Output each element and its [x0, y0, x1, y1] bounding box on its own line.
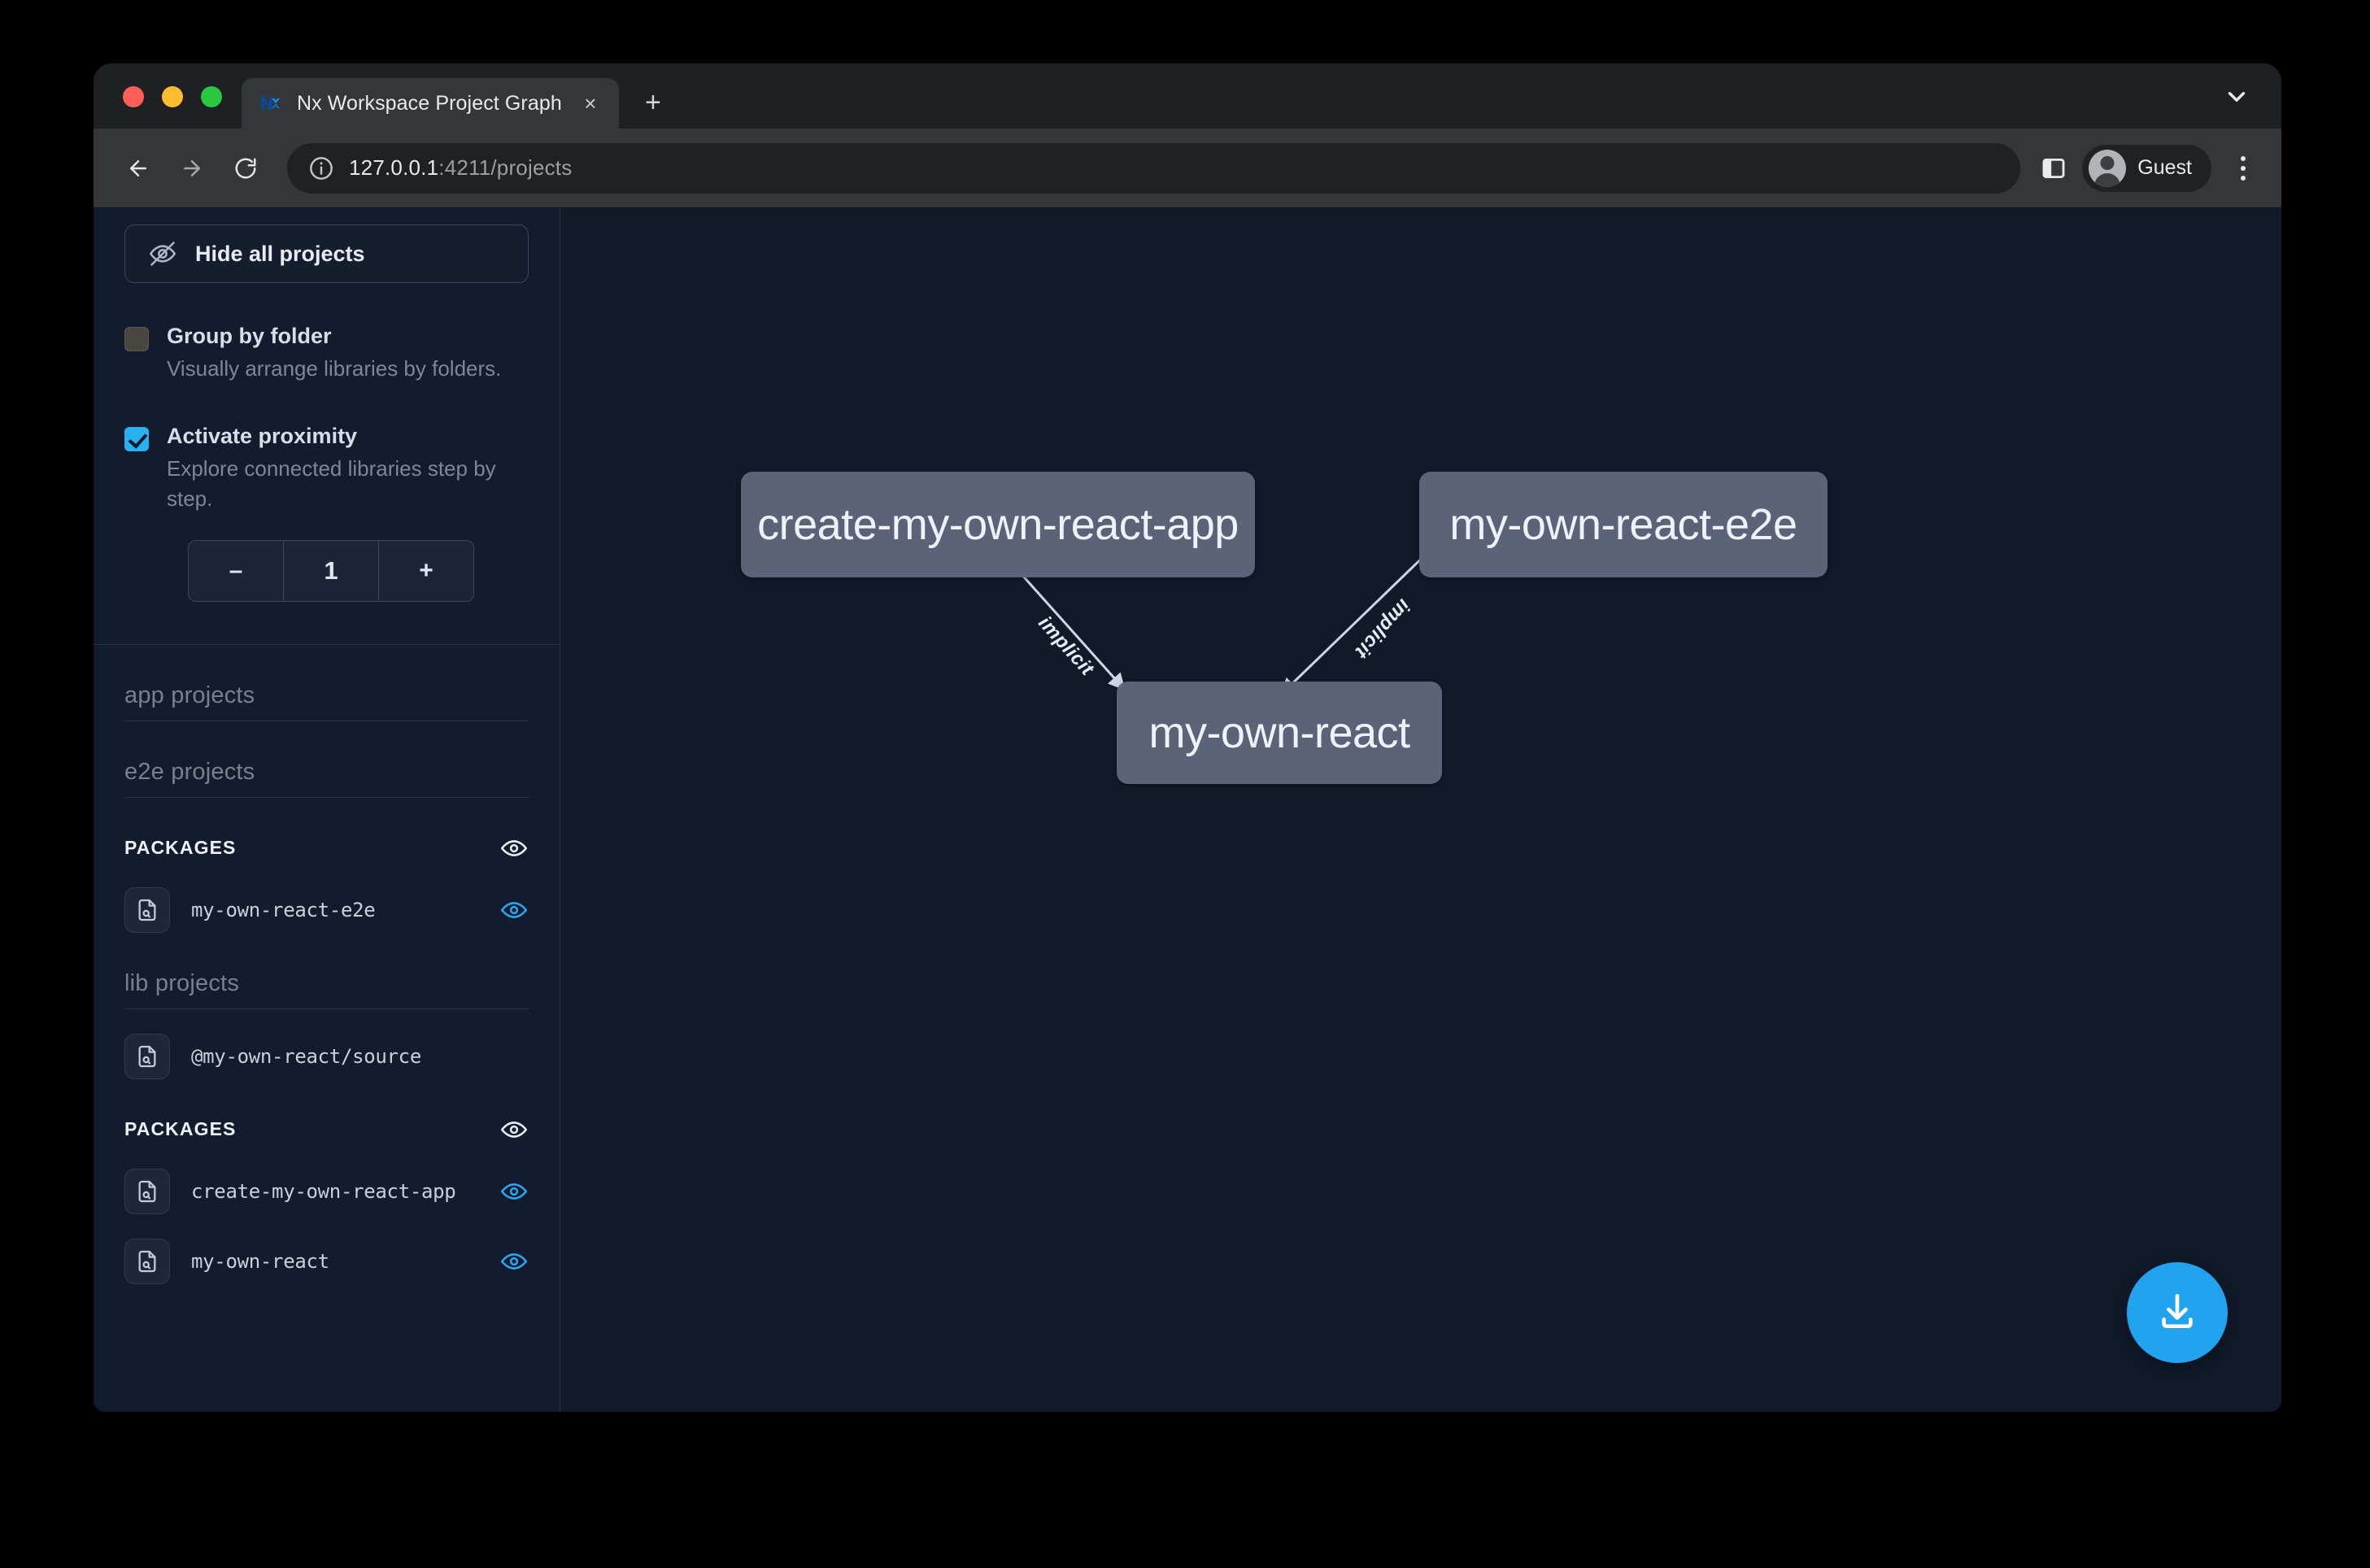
nx-logo-icon [259, 92, 282, 115]
new-tab-button[interactable]: + [632, 81, 674, 124]
group-by-folder-checkbox[interactable] [124, 327, 149, 351]
close-window-button[interactable] [123, 86, 144, 107]
project-graph-canvas[interactable]: implicit implicit create-my-own-react-ap… [560, 208, 2281, 1412]
activate-proximity-label: Activate proximity [167, 422, 529, 451]
eye-icon[interactable] [499, 1177, 529, 1206]
node-label: my-own-react [1148, 708, 1409, 758]
proximity-value: 1 [283, 541, 378, 601]
chevron-down-icon[interactable] [2223, 83, 2250, 111]
option-activate-proximity[interactable]: Activate proximity Explore connected lib… [124, 422, 529, 513]
list-item-create-my-own-react-app[interactable]: create-my-own-react-app [124, 1144, 529, 1214]
graph-node-create-my-own-react-app[interactable]: create-my-own-react-app [741, 472, 1255, 577]
proximity-increment-button[interactable]: + [378, 541, 473, 601]
graph-node-my-own-react[interactable]: my-own-react [1117, 682, 1442, 784]
address-bar[interactable]: 127.0.0.1:4211/projects [287, 143, 2020, 194]
group-label-e2e-projects: e2e projects [124, 721, 529, 798]
hide-all-projects-button[interactable]: Hide all projects [124, 224, 529, 283]
hide-all-projects-label: Hide all projects [195, 242, 365, 267]
maximize-window-button[interactable] [201, 86, 222, 107]
url-host: 127.0.0.1 [349, 155, 438, 180]
eye-icon[interactable] [499, 895, 529, 925]
sidebar: Hide all projects Group by folder Visual… [94, 208, 560, 1412]
profile-name: Guest [2137, 156, 2192, 180]
eye-off-icon [148, 239, 177, 268]
eye-icon[interactable] [499, 834, 529, 863]
activate-proximity-checkbox[interactable] [124, 427, 149, 451]
download-graph-button[interactable] [2127, 1262, 2228, 1363]
tab-title: Nx Workspace Project Graph [297, 92, 562, 115]
document-search-icon [124, 1169, 170, 1214]
project-name: my-own-react-e2e [191, 899, 478, 921]
project-name: @my-own-react/source [191, 1045, 529, 1068]
graph-node-my-own-react-e2e[interactable]: my-own-react-e2e [1419, 472, 1828, 577]
edge-line [1283, 548, 1432, 693]
document-search-icon [124, 1239, 170, 1284]
url-path: :4211/projects [438, 155, 572, 180]
eye-icon[interactable] [499, 1247, 529, 1276]
section-header-label: PACKAGES [124, 1118, 236, 1140]
app-page: Hide all projects Group by folder Visual… [94, 208, 2281, 1412]
eye-icon[interactable] [499, 1115, 529, 1144]
group-by-folder-label: Group by folder [167, 322, 529, 351]
section-header-packages-e2e: PACKAGES [124, 798, 529, 863]
document-search-icon [124, 887, 170, 933]
list-item-my-own-react-e2e[interactable]: my-own-react-e2e [124, 863, 529, 933]
section-header-packages-lib: PACKAGES [124, 1079, 529, 1144]
download-icon [2154, 1288, 2200, 1338]
node-label: create-my-own-react-app [757, 499, 1239, 550]
browser-window: Nx Workspace Project Graph × + [94, 63, 2281, 1412]
option-group-by-folder[interactable]: Group by folder Visually arrange librari… [124, 322, 529, 383]
group-label-lib-projects: lib projects [124, 933, 529, 1009]
profile-button[interactable]: Guest [2082, 145, 2211, 192]
group-by-folder-description: Visually arrange libraries by folders. [167, 354, 529, 384]
reload-icon[interactable] [222, 145, 269, 192]
project-name: my-own-react [191, 1250, 478, 1273]
node-label: my-own-react-e2e [1449, 499, 1797, 550]
proximity-decrement-button[interactable]: – [189, 541, 283, 601]
group-label-app-projects: app projects [124, 645, 529, 721]
kebab-menu-icon[interactable] [2224, 145, 2262, 192]
site-info-icon[interactable] [308, 155, 334, 181]
forward-arrow-icon[interactable] [168, 145, 216, 192]
close-icon[interactable]: × [577, 89, 604, 117]
tab-nx-workspace-project-graph[interactable]: Nx Workspace Project Graph × [242, 78, 619, 128]
back-arrow-icon[interactable] [115, 145, 162, 192]
section-header-label: PACKAGES [124, 837, 236, 859]
minimize-window-button[interactable] [162, 86, 183, 107]
side-panel-icon[interactable] [2040, 155, 2067, 182]
avatar [2089, 150, 2126, 187]
list-item-my-own-react-source[interactable]: @my-own-react/source [124, 1009, 529, 1079]
proximity-stepper: – 1 + [188, 540, 474, 602]
project-name: create-my-own-react-app [191, 1180, 478, 1203]
graph-edges [560, 208, 2281, 1412]
activate-proximity-description: Explore connected libraries step by step… [167, 454, 529, 514]
tab-strip: Nx Workspace Project Graph × + [94, 63, 2281, 128]
url-text: 127.0.0.1:4211/projects [349, 155, 572, 181]
document-search-icon [124, 1034, 170, 1079]
browser-toolbar: 127.0.0.1:4211/projects Guest [94, 128, 2281, 208]
window-traffic-lights [94, 86, 242, 128]
list-item-my-own-react[interactable]: my-own-react [124, 1214, 529, 1284]
